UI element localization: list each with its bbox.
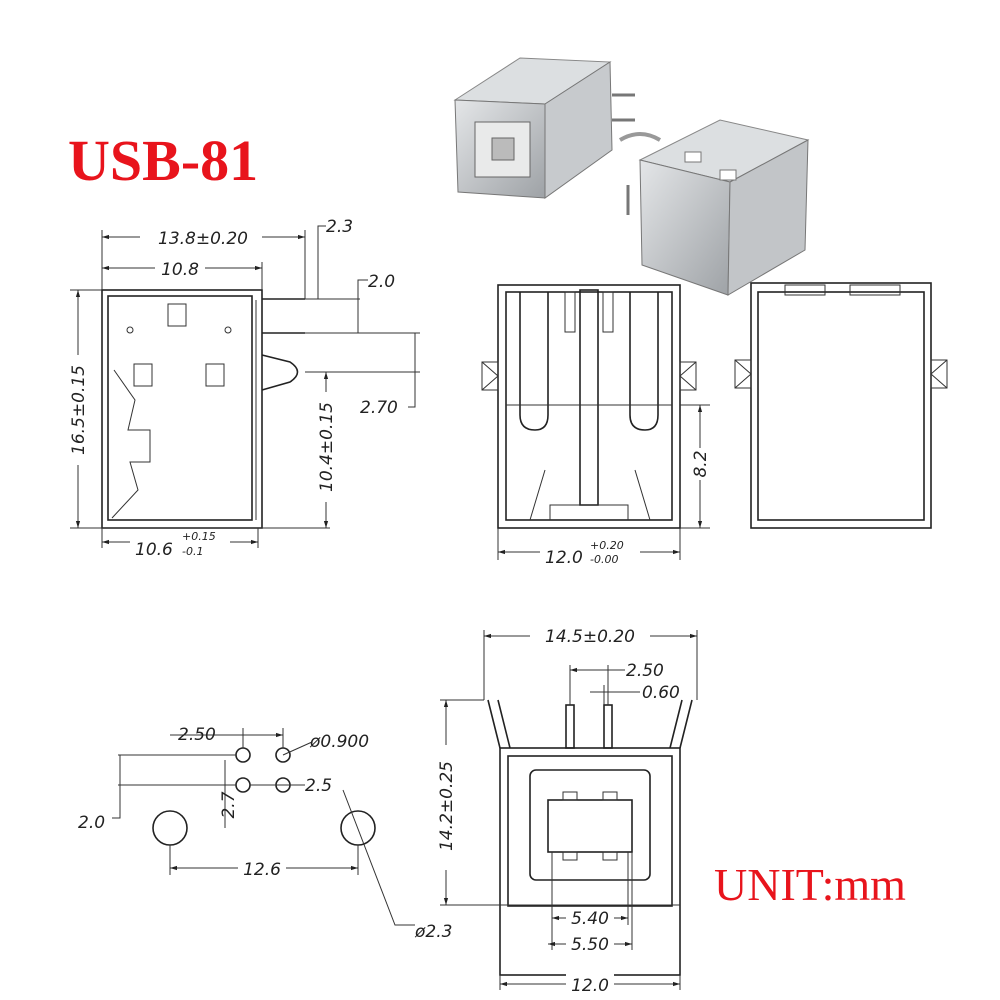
dim-front-pin-width: 0.60 — [642, 683, 680, 703]
dim-overall-length: 13.8±0.20 — [158, 229, 248, 249]
side-view: 13.8±0.20 10.8 2.3 2.0 2.70 16.5±0.15 10… — [68, 217, 420, 560]
dim-fp-stagger: 2.5 — [305, 776, 332, 796]
dim-fp-tab-offset: 2.0 — [78, 813, 105, 833]
dim-width-tol-minus: -0.1 — [182, 545, 203, 558]
back-view: 8.2 12.0 +0.20 -0.00 — [481, 284, 711, 568]
dim-width: 10.6 — [135, 540, 173, 560]
product-title: USB-81 — [68, 128, 258, 193]
dim-fp-tab-hole-dia: ø2.3 — [414, 922, 452, 942]
pcb-footprint: 2.50 ø0.900 2.5 2.7 2.0 12.6 ø2.3 — [78, 725, 452, 942]
dim-front-port-outer: 5.50 — [571, 935, 609, 955]
dim-pin-offset: 2.3 — [326, 217, 353, 237]
dim-back-width-tol-plus: +0.20 — [590, 539, 624, 552]
product-photo — [453, 57, 810, 296]
dim-fp-pin-pitch: 2.50 — [178, 725, 216, 745]
dim-tab-offset: 2.70 — [360, 398, 398, 418]
dim-front-body-width: 12.0 — [571, 976, 609, 996]
dim-pin-pitch: 2.0 — [368, 272, 395, 292]
dim-front-overall-width: 14.5±0.20 — [545, 627, 635, 647]
dim-back-height: 8.2 — [691, 450, 711, 477]
dim-back-width-tol-minus: -0.00 — [590, 553, 618, 566]
dim-tab-height: 10.4±0.15 — [317, 402, 337, 492]
dim-fp-row-pitch: 2.7 — [219, 791, 239, 818]
top-view — [734, 282, 948, 529]
dim-front-port-inner: 5.40 — [571, 909, 609, 929]
dim-fp-hole-dia: ø0.900 — [309, 732, 369, 752]
dim-front-height: 14.2±0.25 — [437, 761, 457, 851]
dim-back-width: 12.0 — [545, 548, 583, 568]
front-view: 14.5±0.20 2.50 0.60 14.2±0.25 5.40 5.50 … — [436, 626, 698, 996]
dim-fp-tab-span: 12.6 — [243, 860, 281, 880]
dim-width-tol-plus: +0.15 — [182, 530, 216, 543]
dim-height: 16.5±0.15 — [69, 365, 89, 455]
unit-label: UNIT:mm — [714, 859, 906, 910]
dim-body-length: 10.8 — [161, 260, 199, 280]
dim-front-pin-pitch: 2.50 — [626, 661, 664, 681]
